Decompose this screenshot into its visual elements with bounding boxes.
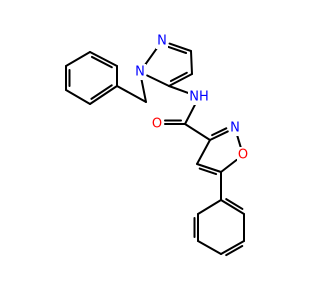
atom-label-n_pyr2: N [157, 34, 167, 49]
bond-n_amide-c_amide [184, 103, 197, 125]
bond-c_iso4-c_iso3 [196, 139, 211, 165]
bond-c_iso5-c_iso4-second [198, 167, 218, 176]
bond-c_ph6-c_ph1 [197, 199, 222, 215]
bond-n_iso-o_iso [236, 134, 242, 149]
bond-c_pyr4-c_pyr5-second [169, 71, 188, 83]
bond-n_pyr1-c_ch2 [140, 78, 147, 103]
bond-c_ph3-c_ph4 [220, 240, 245, 255]
bond-c_ch2-c_bz1 [116, 85, 147, 103]
bond-c_bz4-c_bz5 [65, 51, 91, 67]
atom-label-background [134, 64, 146, 80]
bond-c_ph1-c_ph2-second [225, 198, 244, 210]
atom-label-background [237, 147, 249, 163]
bond-c_bz1-c_bz2 [89, 85, 118, 105]
bond-n_pyr2-c_pyr3-second [167, 45, 188, 55]
atom-label-n_amide: NH [189, 90, 209, 105]
bond-c_iso3-n_iso [209, 130, 229, 141]
atom-o_amide: O [151, 116, 163, 132]
bond-n_pyr2-c_pyr3 [168, 42, 192, 52]
atom-label-background [188, 89, 210, 105]
bonds-layer [65, 42, 245, 257]
atom-label-o_amide: O [152, 117, 162, 132]
bond-c_amide-c_iso3 [184, 123, 211, 141]
bond-c_pyr4-c_pyr5 [168, 73, 193, 87]
bond-c_pyr5-n_amide [168, 85, 193, 96]
atom-n_pyr1: N [134, 64, 146, 80]
atom-o_iso: O [237, 147, 249, 163]
bond-c_bz5-c_bz6 [89, 51, 118, 67]
bond-c_ph4-c_ph5 [197, 240, 222, 255]
atom-label-background [229, 120, 241, 136]
atom-label-n_pyr1: N [135, 65, 145, 80]
atom-n_amide: NH [188, 89, 210, 105]
bond-o_iso-c_iso5 [220, 158, 238, 173]
atom-label-n_iso: N [230, 121, 240, 136]
atom-label-o_iso: O [238, 148, 248, 163]
bond-c_iso3-n_iso-second [211, 127, 228, 137]
bond-c_pyr5-n_pyr1 [146, 74, 170, 87]
atom-label-background [156, 33, 168, 49]
bond-c_bz2-c_bz3 [65, 89, 91, 105]
bond-c_bz5-c_bz6-second [90, 55, 113, 69]
bond-c_iso5-c_iso4 [196, 163, 222, 173]
atom-label-background [151, 116, 163, 132]
atom-n_iso: N [229, 120, 241, 136]
bond-c_pyr3-c_pyr4 [190, 50, 193, 75]
atom-n_pyr2: N [156, 33, 168, 49]
bond-n_pyr1-n_pyr2 [143, 46, 159, 67]
bond-c_ph1-c_ph2 [220, 199, 245, 215]
bond-c_bz1-c_bz2-second [90, 84, 113, 100]
bond-c_ph3-c_ph4-second [225, 245, 244, 257]
